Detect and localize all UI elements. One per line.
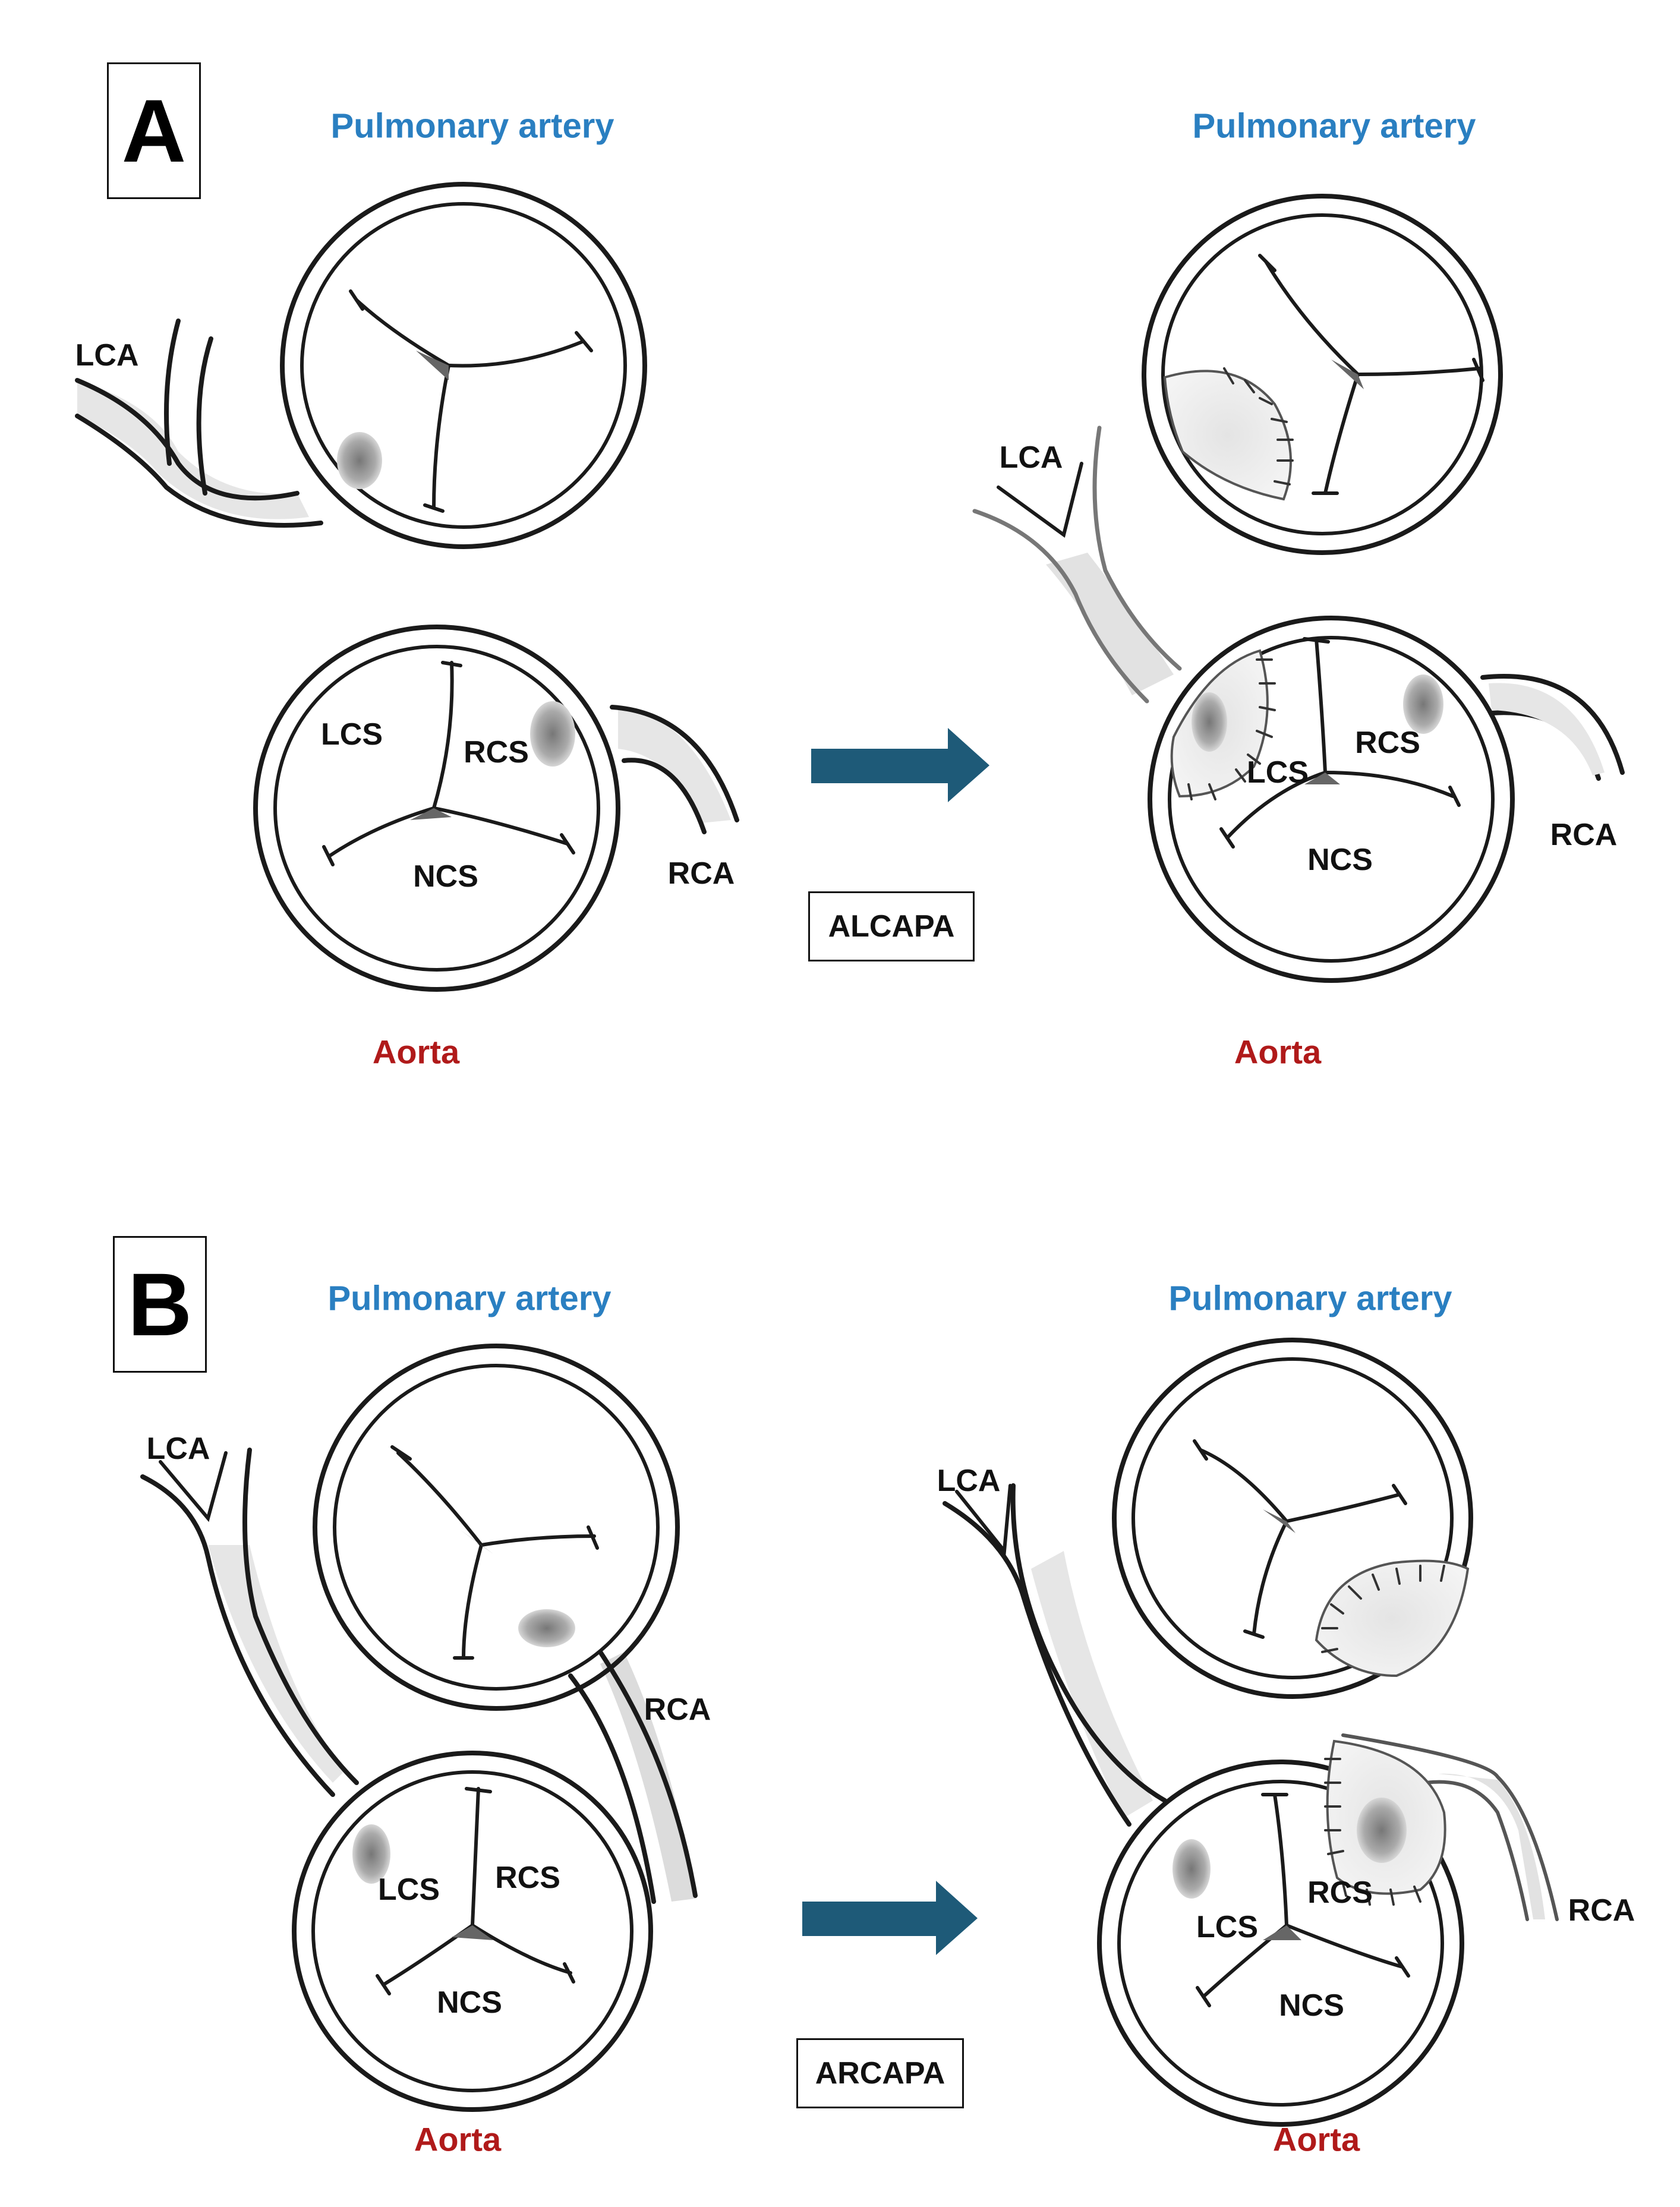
panel-b-letter: B: [113, 1236, 207, 1373]
aorta-valve-commissures: [1219, 637, 1461, 849]
rcs-label: RCS: [1307, 1875, 1373, 1910]
lca-orifice: [1192, 692, 1227, 752]
pa-patch: [1163, 370, 1292, 501]
pa-valve-commissures: [1258, 254, 1484, 495]
lca-vessel: [1046, 553, 1174, 695]
lcs-label: LCS: [1196, 1910, 1258, 1944]
rca-orifice: [518, 1609, 575, 1647]
lcs-label: LCS: [321, 717, 383, 752]
lca-orifice: [1172, 1839, 1211, 1899]
aorta-ring: [1148, 616, 1515, 983]
pulmonary-artery-title: Pulmonary artery: [330, 106, 614, 146]
rcs-label: RCS: [464, 735, 529, 770]
panel-b-after: [943, 1338, 1559, 2127]
panel-b-before: [140, 1344, 698, 2112]
lca-orifice: [352, 1824, 390, 1884]
ncs-label: NCS: [437, 1985, 502, 2020]
aorta-title: Aorta: [372, 1033, 460, 1071]
rca-label: RCA: [1568, 1893, 1635, 1928]
rcs-label: RCS: [495, 1861, 560, 1895]
aorta-title: Aorta: [414, 2120, 502, 2158]
lcs-label: LCS: [378, 1872, 440, 1907]
rca-orifice: [530, 701, 575, 767]
aorta-title: Aorta: [1234, 1033, 1322, 1071]
rca-vessel: [600, 1652, 695, 1902]
panel-a-before: [75, 182, 739, 992]
pa-valve-commissures: [1193, 1439, 1407, 1639]
aorta-valve-commissures: [376, 1787, 575, 1995]
lca-label: LCA: [146, 1432, 210, 1466]
lca-orifice: [337, 432, 382, 489]
rcs-label: RCS: [1355, 726, 1420, 760]
aorta-valve-commissures: [1196, 1793, 1410, 2007]
arrow-a-icon: [811, 728, 989, 802]
rca-label: RCA: [667, 856, 735, 891]
rca-orifice: [1357, 1798, 1407, 1863]
lcs-label: LCS: [1247, 755, 1309, 790]
panel-a-after: [972, 194, 1625, 983]
pa-valve-commissures: [390, 1445, 599, 1660]
aorta-title: Aorta: [1272, 2120, 1360, 2158]
lca-label: LCA: [937, 1464, 1001, 1498]
ncs-label: NCS: [413, 859, 478, 894]
pa-ring: [1112, 1338, 1473, 1699]
lca-label: LCA: [999, 440, 1063, 475]
aorta-valve-commissures: [322, 661, 575, 866]
procedure-box-alcapa: ALCAPA: [808, 891, 975, 961]
pa-ring: [280, 182, 647, 549]
pulmonary-artery-title: Pulmonary artery: [1192, 106, 1476, 146]
aorta-ring: [253, 625, 620, 992]
procedure-box-arcapa: ARCAPA: [796, 2038, 964, 2108]
aorta-ring: [292, 1751, 653, 2112]
aorta-ring: [1097, 1760, 1464, 2127]
rca-vessel: [618, 707, 731, 823]
rca-label: RCA: [1550, 818, 1618, 852]
panel-a-letter: A: [107, 62, 201, 199]
pulmonary-artery-title: Pulmonary artery: [327, 1279, 612, 1318]
pa-ring: [313, 1344, 680, 1711]
ncs-label: NCS: [1307, 843, 1373, 877]
arrow-b-icon: [802, 1881, 978, 1955]
rca-label: RCA: [644, 1692, 711, 1727]
lca-label: LCA: [75, 338, 139, 373]
pa-patch: [1315, 1559, 1470, 1678]
pulmonary-artery-title: Pulmonary artery: [1168, 1279, 1452, 1318]
ncs-label: NCS: [1279, 1988, 1344, 2023]
lca-vessel: [1031, 1551, 1153, 1818]
pa-valve-commissures: [349, 289, 593, 513]
rca-orifice: [1403, 674, 1443, 734]
